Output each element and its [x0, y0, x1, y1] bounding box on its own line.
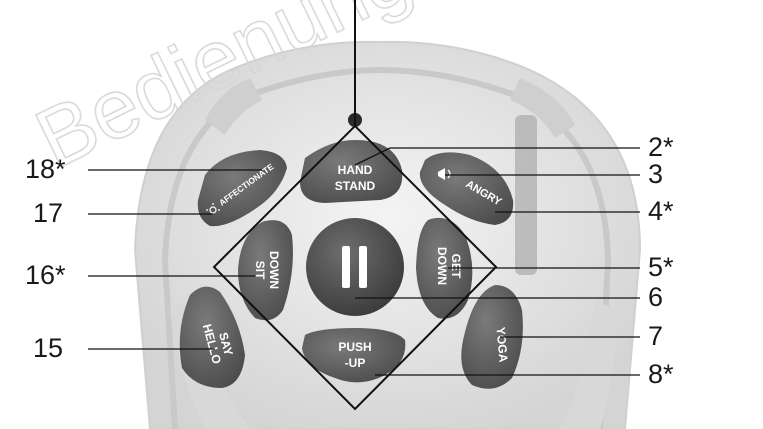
- diamond-frame: [212, 124, 498, 411]
- get-down-label-2: DOWN: [435, 247, 449, 285]
- housing-vent-left: [205, 78, 262, 135]
- yoga-button[interactable]: YOGA: [461, 285, 523, 389]
- get-down-button[interactable]: GET DOWN: [416, 217, 473, 319]
- callout-18: 18*: [25, 154, 66, 184]
- callout-16: 16*: [25, 260, 66, 290]
- housing-foot-right: [560, 300, 618, 429]
- callout-17: 17: [33, 198, 64, 228]
- angry-button[interactable]: ANGRY: [419, 152, 514, 225]
- callout-2: 2*: [648, 132, 674, 162]
- push-up-label-1: PUSH: [338, 340, 371, 354]
- callout-8: 8*: [648, 359, 674, 389]
- lamp-icon: [206, 203, 220, 214]
- pause-icon: [342, 246, 367, 288]
- sit-down-label-1: SIT: [253, 261, 267, 280]
- get-down-label-1: GET: [449, 254, 463, 279]
- hand-stand-label-2: STAND: [335, 179, 376, 193]
- callout-5: 5*: [648, 252, 674, 282]
- housing-vent-right: [510, 78, 575, 138]
- callout-3: 3: [648, 159, 664, 189]
- affectionate-button[interactable]: AFFECTIONATE: [197, 150, 287, 227]
- callout-15: 15: [33, 333, 64, 363]
- housing-grip-right: [515, 115, 537, 275]
- push-up-label-2: -UP: [345, 356, 366, 370]
- sit-down-label-2: DOWN: [267, 251, 281, 289]
- sit-down-button[interactable]: SIT DOWN: [238, 220, 293, 321]
- callout-6: 6: [648, 282, 664, 312]
- pause-button[interactable]: [306, 218, 404, 316]
- speaker-icon: [438, 168, 451, 180]
- leader-lines: [88, 147, 640, 376]
- leader-2: [354, 147, 640, 166]
- say-hello-button[interactable]: SAY HELLO: [179, 286, 245, 388]
- callout-7: 7: [648, 321, 664, 351]
- yoga-label: YOGA: [493, 326, 510, 363]
- callout-4: 4*: [648, 196, 674, 226]
- housing-rim: [161, 66, 612, 429]
- hand-stand-label-1: HAND: [338, 163, 373, 177]
- push-up-button[interactable]: PUSH -UP: [302, 328, 406, 383]
- say-hello-label-1: SAY: [216, 331, 236, 357]
